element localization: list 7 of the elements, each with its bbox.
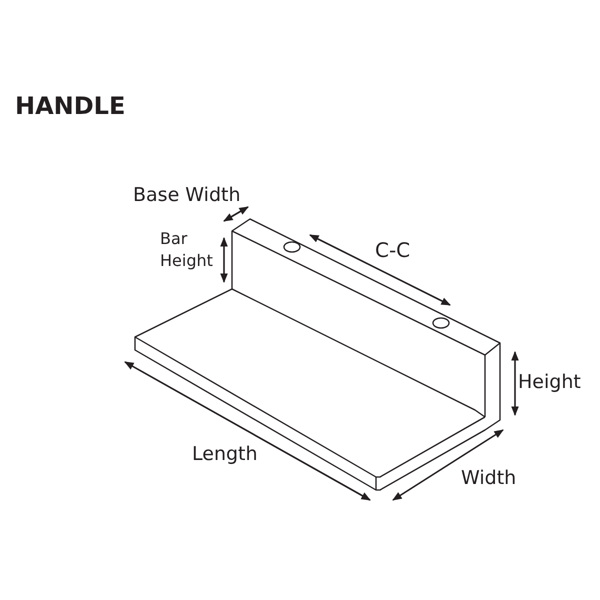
dimension-label: Base Width <box>133 184 241 206</box>
dimension-label: Length <box>192 443 258 465</box>
dimension-label: C-C <box>375 238 410 262</box>
dimension-label: Height <box>518 371 581 393</box>
diagram-title: HANDLE <box>15 92 126 120</box>
dimension-label: Width <box>461 467 516 489</box>
dimension-label: Bar Height <box>160 228 214 272</box>
